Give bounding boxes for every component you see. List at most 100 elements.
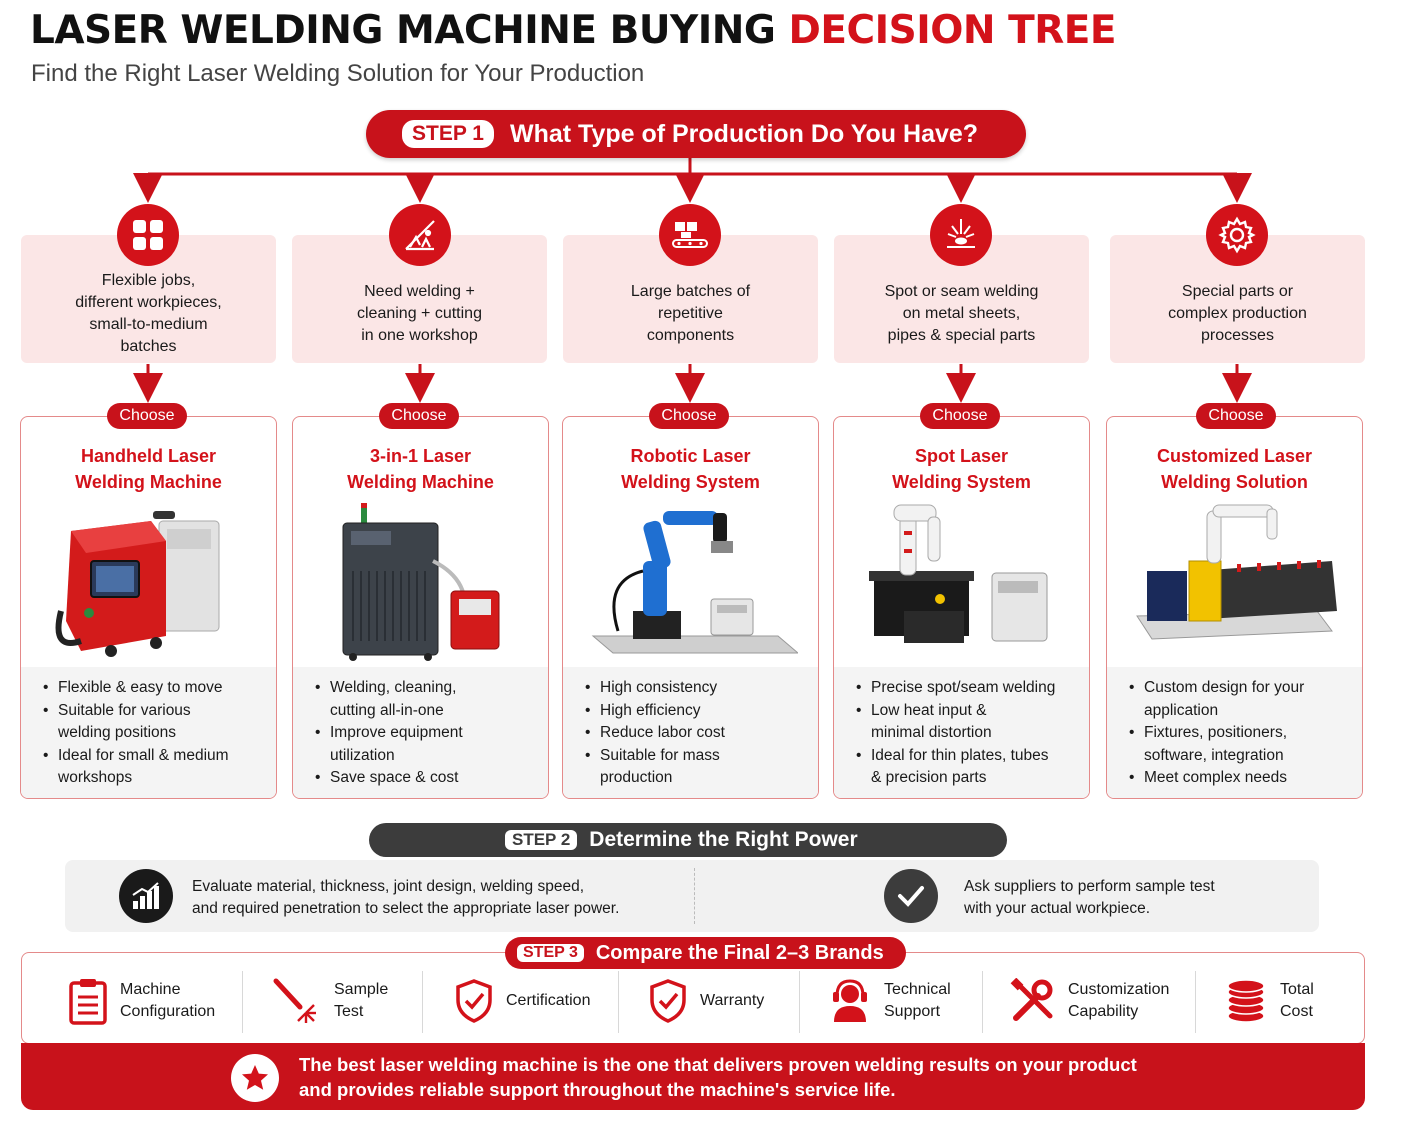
sample-test-advice: Ask suppliers to perform sample test wit… (964, 878, 1215, 917)
wrench-screwdriver-icon (1010, 978, 1053, 1021)
solution-title: Handheld Laser Welding Machine (75, 446, 222, 492)
feature-item: Custom design for your application (1129, 677, 1352, 722)
compare-item-customization: Customization Capability (1010, 973, 1169, 1029)
need-box-3in1: Need welding + cleaning + cutting in one… (292, 235, 547, 363)
conclusion-text: The best laser welding machine is the on… (299, 1054, 1137, 1100)
divider (242, 971, 243, 1033)
compare-item-sample-test: Sample Test (270, 973, 388, 1029)
robotic-arm-image (591, 511, 798, 654)
need-text: Spot or seam welding on metal sheets, pi… (884, 283, 1039, 344)
feature-item: Improve equipment utilization (315, 722, 538, 767)
checkmark-icon (884, 869, 938, 923)
clipboard-icon (69, 979, 107, 1025)
step2-banner: STEP 2 Determine the Right Power (369, 823, 1007, 857)
choose-tag: Choose (920, 403, 1000, 429)
power-guidance: Evaluate material, thickness, joint desi… (192, 878, 620, 917)
solution-card-spot[interactable]: Spot Laser Welding System Precise spot/s… (833, 416, 1090, 799)
spot-welder-image (869, 504, 1048, 643)
divider (422, 971, 423, 1033)
compare-label: Technical Support (884, 981, 951, 1020)
compare-label: Machine Configuration (120, 981, 216, 1020)
solution-title: Customized Laser Welding Solution (1156, 446, 1313, 492)
compare-item-technical-support: Technical Support (828, 973, 951, 1029)
three-in-one-machine-image (342, 503, 500, 661)
title-accent: DECISION TREE (788, 8, 1117, 53)
step1-question: What Type of Production Do You Have? (509, 119, 979, 148)
feature-item: Save space & cost (315, 767, 538, 790)
divider (1195, 971, 1196, 1033)
compare-item-certification: Certification (454, 973, 590, 1029)
divider (982, 971, 983, 1033)
step2-heading: Determine the Right Power (589, 828, 858, 851)
feature-item: Low heat input & minimal distortion (856, 700, 1079, 745)
headset-icon (833, 979, 867, 1022)
feature-list: Custom design for your application Fixtu… (1107, 667, 1362, 798)
step2-tag: STEP 2 (505, 830, 578, 850)
choose-tag: Choose (1196, 403, 1276, 429)
need-box-handheld: Flexible jobs, different workpieces, sma… (21, 235, 276, 363)
compare-label: Warranty (700, 992, 765, 1009)
step1-banner: STEP 1 What Type of Production Do You Ha… (366, 110, 1026, 158)
compare-item-machine-configuration: Machine Configuration (68, 973, 215, 1029)
feature-item: Reduce labor cost (585, 722, 808, 745)
conveyor-boxes-icon (659, 204, 721, 266)
choose-tag: Choose (649, 403, 729, 429)
conclusion-banner: The best laser welding machine is the on… (21, 1043, 1365, 1110)
feature-item: Precise spot/seam welding (856, 677, 1079, 700)
compare-item-total-cost: Total Cost (1224, 973, 1314, 1029)
solution-title: Spot Laser Welding System (892, 446, 1031, 492)
feature-item: Welding, cleaning, cutting all-in-one (315, 677, 538, 722)
feature-item: Ideal for small & medium workshops (43, 745, 266, 790)
custom-cell-image (1136, 504, 1337, 640)
solution-card-robotic[interactable]: Robotic Laser Welding System High consis… (562, 416, 819, 799)
step1-tag: STEP 1 (402, 120, 494, 148)
feature-list: Precise spot/seam welding Low heat input… (834, 667, 1089, 798)
step3-banner: STEP 3 Compare the Final 2–3 Brands (505, 937, 906, 969)
feature-item: Ideal for thin plates, tubes & precision… (856, 745, 1079, 790)
compare-label: Sample Test (334, 981, 389, 1020)
feature-item: High efficiency (585, 700, 808, 723)
solution-card-3in1[interactable]: 3-in-1 Laser Welding Machine Welding, cl… (292, 416, 549, 799)
weld-cut-icon (389, 204, 451, 266)
compare-item-warranty: Warranty (648, 973, 764, 1029)
title-main: LASER WELDING MACHINE BUYING (30, 8, 789, 53)
compare-label: Certification (506, 992, 591, 1009)
choose-tag: Choose (379, 403, 459, 429)
choose-tag: Choose (107, 403, 187, 429)
need-text: Large batches of repetitive components (630, 283, 751, 344)
divider (694, 868, 695, 924)
page-subtitle: Find the Right Laser Welding Solution fo… (31, 60, 645, 87)
bar-chart-icon (119, 869, 173, 923)
feature-item: Suitable for mass production (585, 745, 808, 790)
step3-heading: Compare the Final 2–3 Brands (595, 941, 884, 964)
shield-check-icon (456, 979, 492, 1023)
handheld-welder-image (55, 511, 220, 657)
star-icon (231, 1054, 279, 1102)
feature-item: Fixtures, positioners, software, integra… (1129, 722, 1352, 767)
gear-icon (1206, 204, 1268, 266)
need-text: Special parts or complex production proc… (1168, 283, 1307, 344)
page-title: LASER WELDING MACHINE BUYING DECISION TR… (30, 8, 1117, 53)
grid-blocks-icon (117, 204, 179, 266)
divider (618, 971, 619, 1033)
feature-item: High consistency (585, 677, 808, 700)
laser-torch-icon (273, 978, 316, 1023)
shield-check-icon (650, 979, 686, 1023)
tree-connectors (133, 158, 1252, 403)
step3-tag: STEP 3 (517, 944, 584, 962)
feature-item: Flexible & easy to move (43, 677, 266, 700)
feature-list: Welding, cleaning, cutting all-in-one Im… (293, 667, 548, 798)
power-panel: Evaluate material, thickness, joint desi… (65, 860, 1319, 932)
compare-panel: Machine Configuration Sample Test Certif… (21, 952, 1365, 1044)
solution-card-custom[interactable]: Customized Laser Welding Solution Custom… (1106, 416, 1363, 799)
feature-item: Meet complex needs (1129, 767, 1352, 790)
feature-item: Suitable for various welding positions (43, 700, 266, 745)
divider (799, 971, 800, 1033)
feature-list: High consistency High efficiency Reduce … (563, 667, 818, 798)
solution-title: Robotic Laser Welding System (621, 446, 760, 492)
compare-label: Total Cost (1280, 981, 1314, 1020)
feature-list: Flexible & easy to move Suitable for var… (21, 667, 276, 798)
solution-title: 3-in-1 Laser Welding Machine (347, 446, 494, 492)
compare-label: Customization Capability (1068, 981, 1170, 1020)
solution-card-handheld[interactable]: Handheld Laser Welding Machine Flexible … (20, 416, 277, 799)
